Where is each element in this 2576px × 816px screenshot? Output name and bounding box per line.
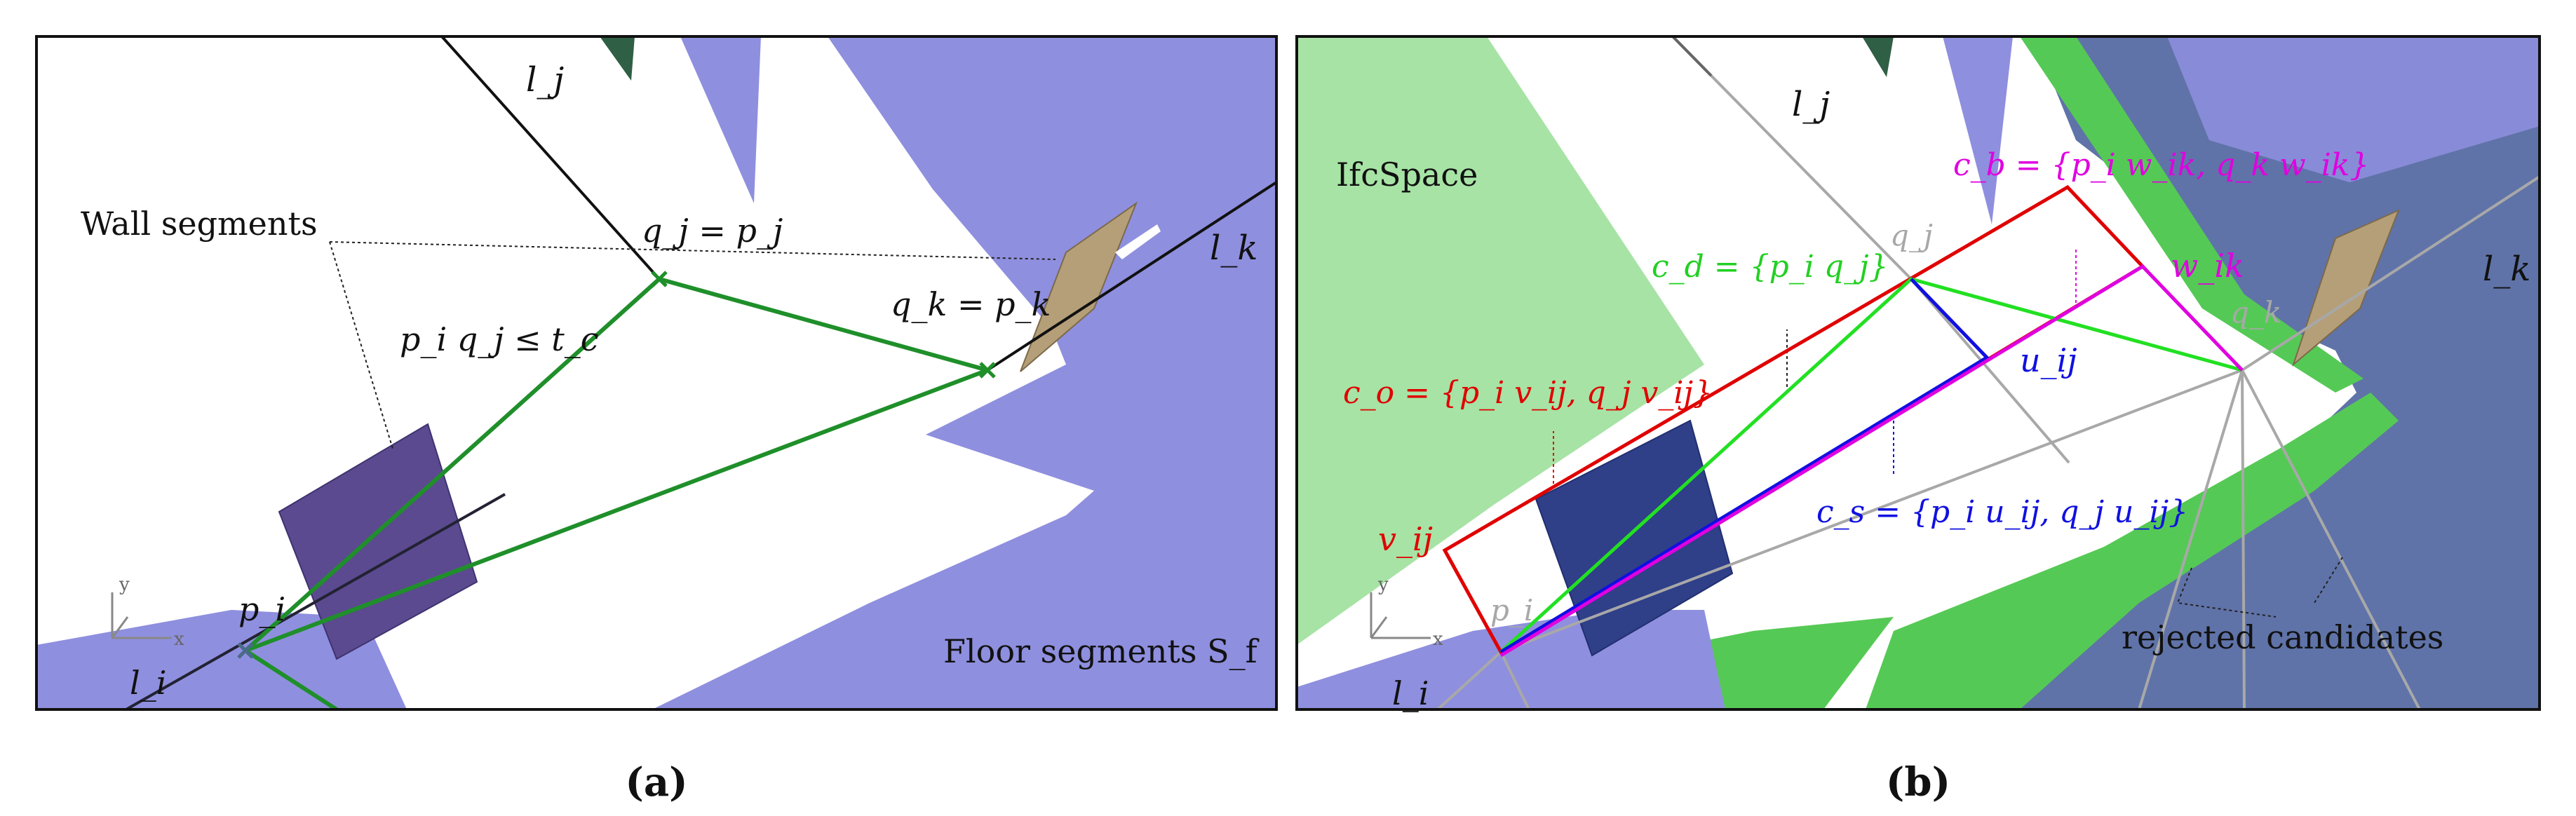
node-qj xyxy=(651,271,668,287)
label-rejected-candidates: rejected candidates xyxy=(2122,618,2443,656)
label-qj-eq-pj: q_j = p_j xyxy=(642,212,783,250)
label-cs: c_s = {p_i u_ij, q_j u_ij} xyxy=(1816,494,2188,530)
label-b-lk: l_k xyxy=(2483,250,2530,289)
label-floor-segments: Floor segments S_f xyxy=(943,632,1260,670)
label-co: c_o = {p_i v_ij, q_j v_ij} xyxy=(1343,375,1713,411)
label-b-qk: q_k xyxy=(2230,295,2281,329)
b-dark-blue-right xyxy=(1964,36,2540,709)
line-lj xyxy=(440,36,661,280)
b-leaders xyxy=(1553,249,2343,618)
node-qk xyxy=(979,362,996,379)
b-dark-tree-mark xyxy=(1862,36,1894,77)
label-b-qj: q_j xyxy=(1890,218,1933,252)
b-green-strip-top xyxy=(2020,36,2363,393)
ifcspace-region xyxy=(1297,36,1704,645)
label-pi: p_i xyxy=(238,590,285,628)
axis-y-label: y xyxy=(119,574,130,595)
panel-b: y x IfcSpace rejected candidates c_o = {… xyxy=(1295,35,2541,712)
label-li: l_i xyxy=(130,664,166,702)
floor-patch-top xyxy=(680,36,761,203)
caption-a: (a) xyxy=(625,759,687,805)
label-qk-eq-pk: q_k = p_k xyxy=(891,285,1051,323)
line-lk xyxy=(986,181,1276,372)
label-lj: l_j xyxy=(526,60,564,100)
wall-segment-tan-sliver xyxy=(1115,224,1161,259)
label-ifcspace: IfcSpace xyxy=(1336,156,1478,193)
axis-x-label: x xyxy=(174,629,184,650)
grey-lines xyxy=(1436,36,2540,709)
panel-b-frame xyxy=(1295,35,2541,711)
panel-a: y x Wall segments Floor segments S_f p_i… xyxy=(35,35,1278,711)
b-wall-segment xyxy=(1535,419,1734,657)
axes-icon xyxy=(111,592,172,639)
line-li xyxy=(126,493,506,709)
b-axis-y-label: y xyxy=(1377,574,1389,595)
label-lk: l_k xyxy=(1210,229,1257,268)
candidate-cb-magenta xyxy=(1499,264,2244,658)
floor-patch-lower-left xyxy=(36,610,407,709)
label-b-vij: v_ij xyxy=(1378,520,1433,558)
panel-a-frame xyxy=(35,35,1278,711)
green-path xyxy=(243,277,990,653)
green-path-tail xyxy=(244,648,338,709)
caption-b: (b) xyxy=(1886,759,1950,805)
label-wall-segments: Wall segments xyxy=(81,205,318,243)
label-constraint: p_i q_j ≤ t_c xyxy=(400,320,599,358)
b-floor-purple-top xyxy=(1943,36,2013,224)
node-pi xyxy=(237,642,254,659)
leader-wall-left xyxy=(329,241,393,449)
label-b-uij: u_ij xyxy=(2020,341,2077,379)
label-b-wik: w_ik xyxy=(2171,247,2244,285)
label-b-li: l_i xyxy=(1392,674,1429,712)
b-wall-segment-tan xyxy=(2291,209,2400,367)
label-b-lj: l_j xyxy=(1792,85,1830,124)
dark-tree-mark xyxy=(600,36,635,81)
b-axes-icon xyxy=(1370,592,1431,639)
label-cd: c_d = {p_i q_j} xyxy=(1652,249,1889,285)
label-b-pi: p_i xyxy=(1490,593,1533,627)
b-green-strip-mid xyxy=(1866,393,2399,709)
b-axis-x-label: x xyxy=(1433,629,1443,650)
wall-segment xyxy=(278,423,478,660)
label-cb: c_b = {p_i w_ik, q_k w_ik} xyxy=(1953,147,2369,183)
b-purple-upper-right xyxy=(2167,36,2540,182)
candidate-cs-blue xyxy=(1499,278,1990,654)
b-line-lj-dark xyxy=(1671,36,1713,77)
floor-corner-left xyxy=(36,676,182,709)
